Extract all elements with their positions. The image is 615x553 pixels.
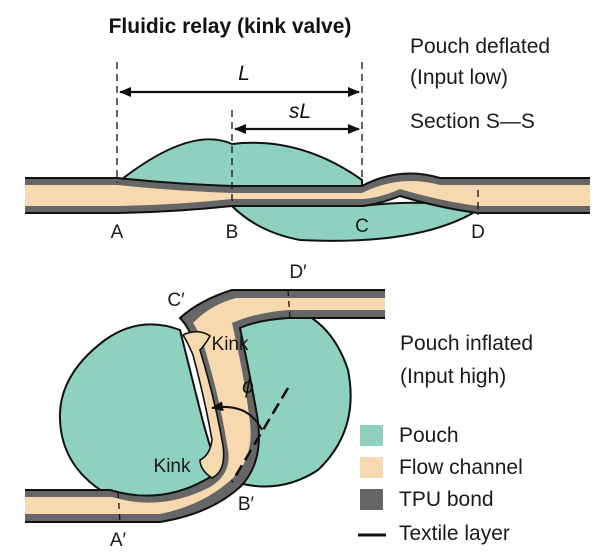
textile-axis-line [230,387,290,483]
flow-channel-top [25,172,590,214]
point-label-c-prime: C′ [167,290,185,311]
caption-section: Section S—S [410,110,535,133]
point-label-a: A [111,222,124,243]
point-label-b: B [226,222,239,243]
legend-label-flow-channel: Flow channel [399,456,523,479]
kink-label-upper: Kink [212,334,249,355]
point-label-a-prime: A′ [110,530,127,551]
dimension-label-sL: sL [289,100,311,123]
legend-label-textile-layer: Textile layer [399,522,510,545]
caption-input-high: (Input high) [400,365,506,388]
kink-label-lower: Kink [154,456,191,477]
legend-swatch-pouch [360,425,383,446]
diagram-title: Fluidic relay (kink valve) [109,15,352,38]
dimension-label-L: L [238,62,250,85]
caption-deflated: Pouch deflated [410,35,550,58]
legend: Pouch Flow channel TPU bond Textile laye… [358,424,523,545]
reference-lines-bottom [117,289,291,523]
point-label-d: D [471,222,485,243]
angle-phi-arc [211,401,263,431]
angle-phi-label: ϕ [242,375,254,398]
point-label-b-prime: B′ [238,494,255,515]
pouch-upper-lobe [116,138,363,187]
legend-label-tpu-bond: TPU bond [399,488,494,511]
point-label-d-prime: D′ [289,262,307,283]
legend-label-pouch: Pouch [399,424,459,447]
point-label-c: C [355,216,369,237]
pouch-lower-lobe [229,201,481,242]
caption-inflated: Pouch inflated [400,332,533,355]
legend-swatch-tpu-bond [360,489,383,510]
caption-input-low: (Input low) [410,66,508,89]
legend-swatch-flow-channel [360,457,383,478]
reference-lines-top [116,62,479,215]
kink-inner-channel [181,330,225,479]
